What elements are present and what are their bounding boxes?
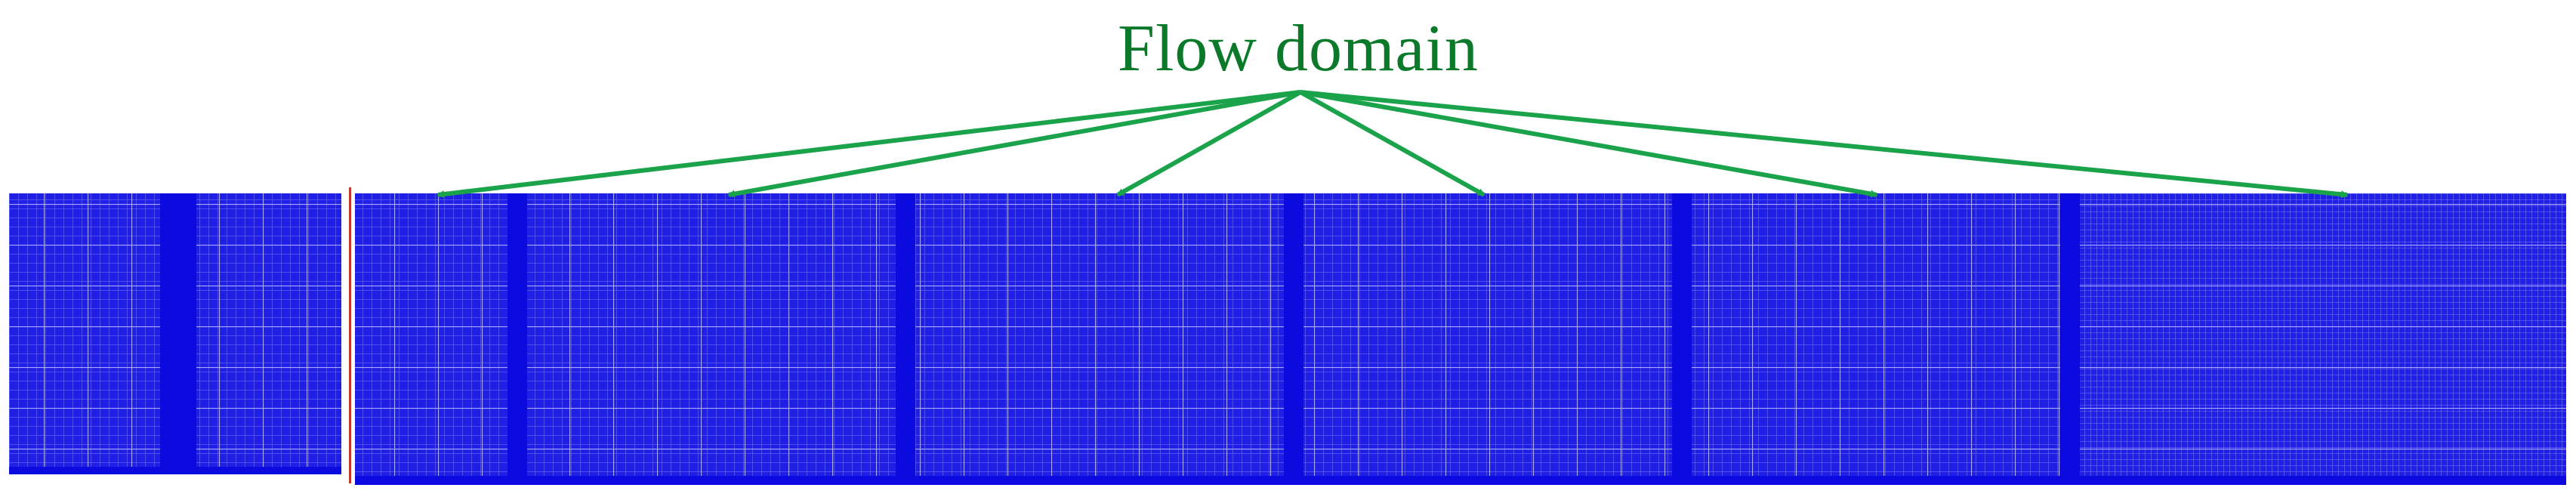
dense-mesh-strip	[896, 193, 915, 485]
arrow	[1116, 90, 1302, 197]
bottom-boundary-layer	[9, 467, 341, 474]
dense-mesh-strip	[160, 193, 196, 473]
dense-mesh-strip	[2060, 193, 2080, 485]
arrow	[1300, 90, 2349, 199]
dense-mesh-strip	[1672, 193, 1692, 485]
domain-divider	[349, 187, 351, 483]
dense-mesh-strip	[1284, 193, 1303, 485]
flow-domain-label: Flow domain	[1118, 12, 1479, 85]
dense-mesh-strip	[507, 193, 527, 485]
arrow	[437, 90, 1301, 199]
pointer-arrows	[437, 90, 2349, 199]
bottom-boundary-layer	[355, 476, 2566, 485]
main-mesh-block	[355, 193, 2566, 485]
arrow	[1300, 90, 1878, 198]
arrow	[1299, 90, 1485, 197]
arrow	[727, 90, 1301, 198]
left-mesh-block	[9, 193, 341, 474]
